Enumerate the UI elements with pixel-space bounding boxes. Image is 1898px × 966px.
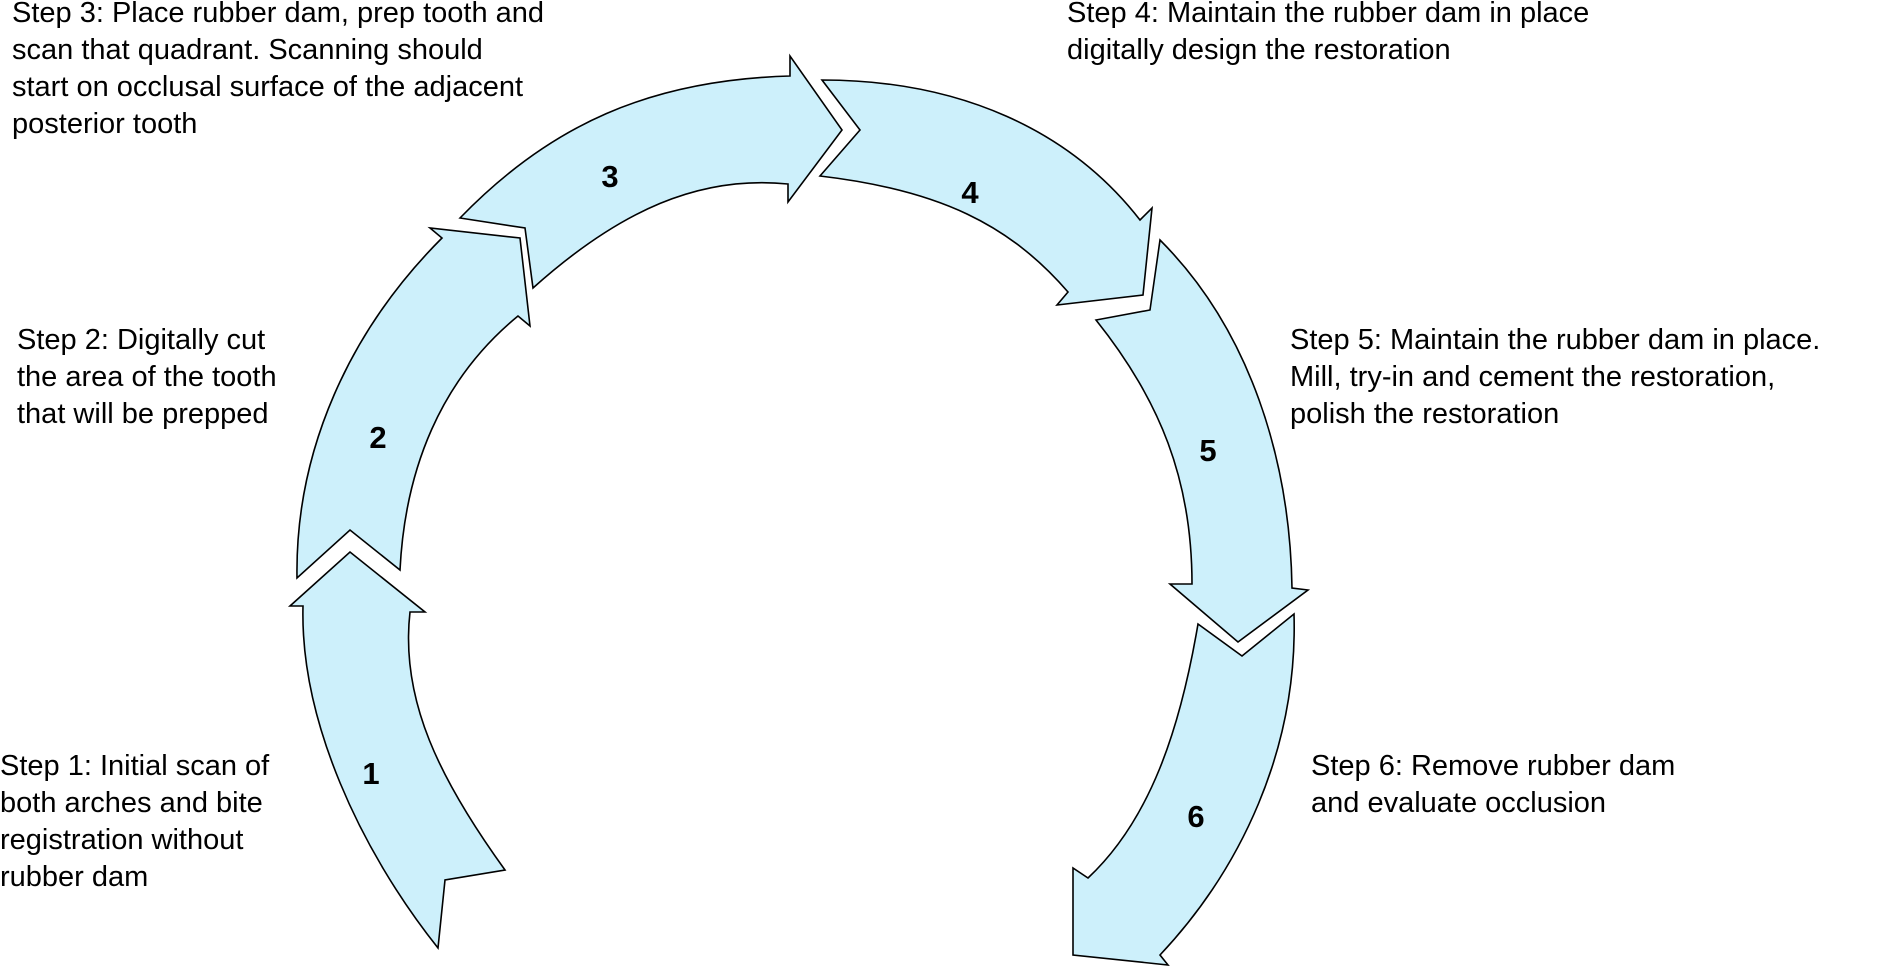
arrow-2-group: 2 [296,226,532,580]
step-2-line-3: that will be prepped [17,398,269,430]
step-4-line-1: Step 4: Maintain the rubber dam in place [1067,0,1590,29]
arrow-3-group: 3 [458,53,843,290]
step-2-line-2: the area of the tooth [17,361,277,393]
arrow-5-number: 5 [1199,433,1216,468]
arrow-2-number: 2 [369,420,386,455]
arrow-5-group: 5 [1094,238,1311,644]
arrow-2-shape [296,226,532,580]
step-6-line-2: and evaluate occlusion [1311,787,1607,819]
arrow-6-number: 6 [1187,799,1204,834]
step-1-line-1: Step 1: Initial scan of [0,750,270,782]
step-4-text: Step 4: Maintain the rubber dam in place… [1067,0,1589,69]
step-4-line-2: digitally design the restoration [1067,34,1451,66]
step-2-text: Step 2: Digitally cut the area of the to… [17,322,277,433]
arrow-4-number: 4 [961,175,979,210]
arrow-1-shape [287,550,507,951]
step-3-line-3: start on occlusal surface of the adjacen… [12,71,524,103]
arrow-3-shape [458,53,843,290]
step-6-line-1: Step 6: Remove rubber dam [1311,750,1676,782]
step-1-line-3: registration without [0,824,244,856]
arrow-6-shape [1072,612,1295,966]
step-5-line-3: polish the restoration [1290,398,1560,430]
arrow-4-group: 4 [818,79,1154,307]
step-3-text: Step 3: Place rubber dam, prep tooth and… [12,0,544,143]
step-3-line-2: scan that quadrant. Scanning should [12,34,483,66]
step-2-line-1: Step 2: Digitally cut [17,324,266,356]
step-5-line-1: Step 5: Maintain the rubber dam in place… [1290,324,1821,356]
arrow-4-shape [818,79,1154,307]
step-5-text: Step 5: Maintain the rubber dam in place… [1290,322,1820,433]
step-5-line-2: Mill, try-in and cement the restoration, [1290,361,1776,393]
step-3-line-4: posterior tooth [12,108,198,140]
arrow-3-number: 3 [601,159,618,194]
arrow-5-shape [1094,238,1311,644]
step-3-line-1: Step 3: Place rubber dam, prep tooth and [12,0,545,29]
arrow-1-group: 1 [287,550,507,951]
step-1-line-2: both arches and bite [0,787,263,819]
arrow-6-group: 6 [1072,612,1295,966]
step-1-text: Step 1: Initial scan of both arches and … [0,748,269,896]
arrow-1-number: 1 [362,756,379,791]
step-1-line-4: rubber dam [0,861,149,893]
step-6-text: Step 6: Remove rubber dam and evaluate o… [1311,748,1675,822]
